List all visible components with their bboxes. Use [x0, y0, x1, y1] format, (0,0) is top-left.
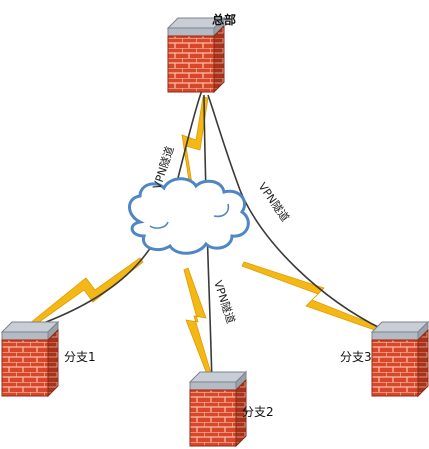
- firewall-icon: [167, 17, 225, 93]
- firewall-branch3: [371, 321, 429, 397]
- firewall-icon: [189, 371, 247, 447]
- label-branch2: 分支2: [242, 405, 274, 419]
- firewall-hq: [167, 17, 225, 93]
- label-branch3: 分支3: [340, 350, 372, 364]
- cloud-icon: [128, 177, 250, 255]
- firewall-icon: [371, 321, 429, 397]
- label-hq: 总部: [212, 12, 236, 27]
- tunnel-label-right: VPN隧道: [256, 180, 293, 224]
- tunnel-line-branch2: [203, 94, 213, 386]
- firewall-branch2: [189, 371, 247, 447]
- lightning-bolt-branch1: [23, 257, 144, 331]
- label-branch1: 分支1: [64, 350, 96, 364]
- firewall-icon: [1, 321, 59, 397]
- tunnel-label-middle: VPN隧道: [211, 279, 238, 326]
- lightning-bolt-branch3: [241, 261, 389, 335]
- firewall-branch1: [1, 321, 59, 397]
